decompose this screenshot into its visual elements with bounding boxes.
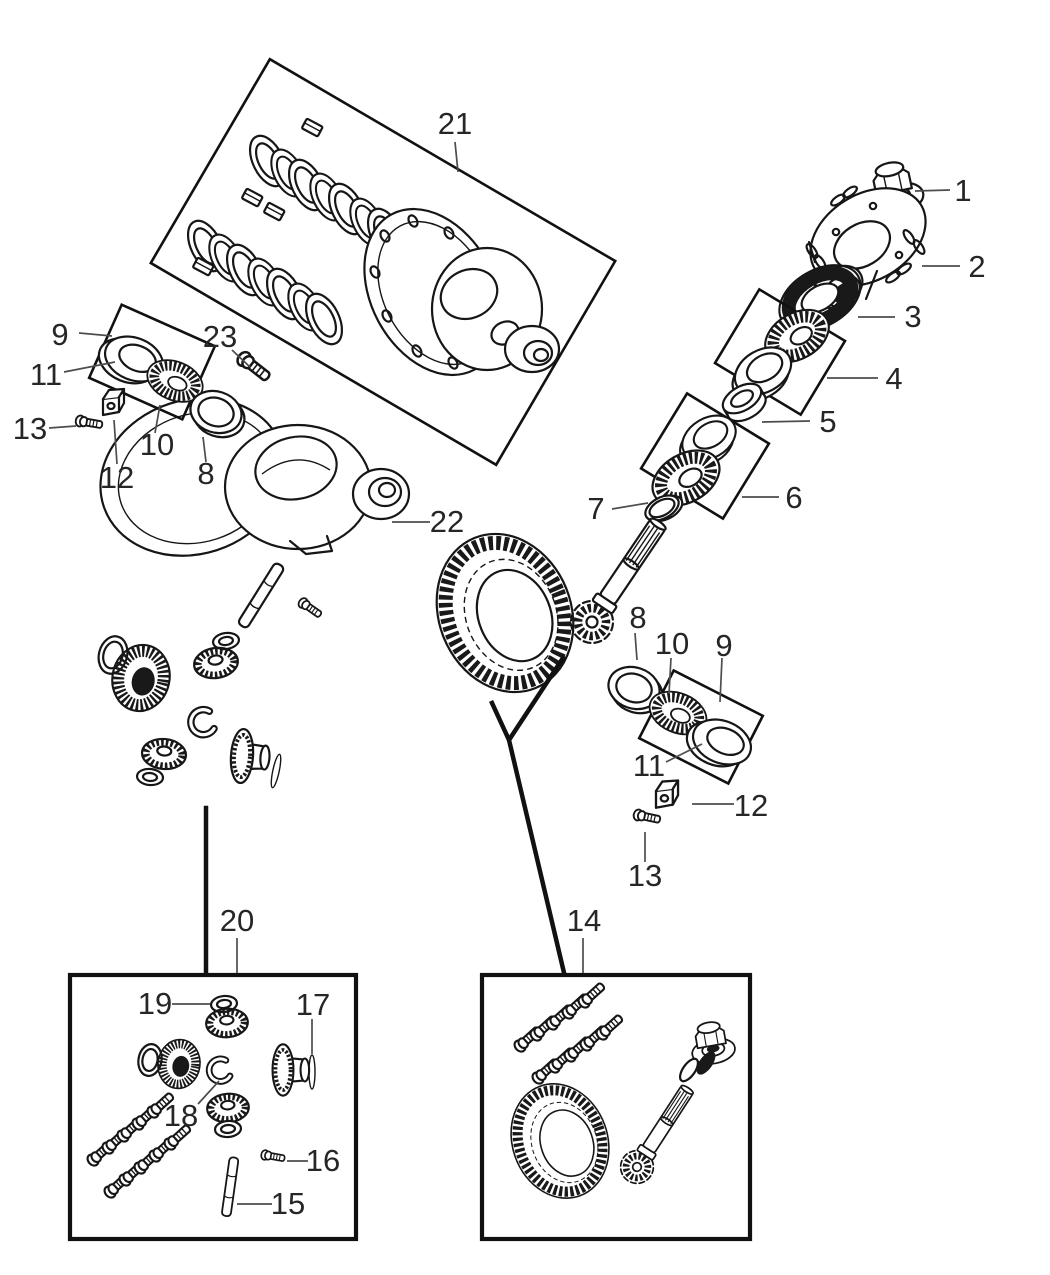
callout-23: 23 bbox=[203, 319, 237, 354]
callout-12-left: 12 bbox=[100, 460, 134, 495]
right-bracket-bolt-drawing bbox=[631, 807, 663, 827]
kit-box-6-inner-bearing bbox=[641, 391, 771, 518]
right-bearing-cap-bracket-drawing bbox=[654, 779, 680, 809]
callout-labels: 1 2 3 4 5 6 7 8 9 10 11 12 13 21 22 23 8… bbox=[13, 106, 986, 1221]
kit-snap-ring-17-drawing bbox=[308, 1054, 316, 1090]
cross-shaft-drawing bbox=[236, 560, 286, 631]
callout-19: 19 bbox=[138, 986, 172, 1021]
pinion-shim-drawing bbox=[644, 494, 684, 523]
kit-pinion-spacer-drawing bbox=[696, 1051, 716, 1075]
callout-15: 15 bbox=[271, 1186, 305, 1221]
spider-washer-2-drawing bbox=[135, 766, 165, 788]
callout-5: 5 bbox=[819, 404, 836, 439]
callout-9-left: 9 bbox=[51, 317, 68, 352]
leader-lines bbox=[48, 141, 960, 1205]
case-bolt-23-drawing bbox=[233, 348, 274, 385]
kit-thrust-washer-drawing bbox=[137, 1043, 163, 1077]
left-bearing-kit bbox=[73, 302, 274, 445]
callout-16: 16 bbox=[306, 1143, 340, 1178]
output-flange-drawing bbox=[227, 726, 274, 787]
callout-21: 21 bbox=[438, 106, 472, 141]
spider-gear-drawing bbox=[192, 645, 240, 681]
collapsible-spacer-drawing bbox=[721, 382, 767, 423]
differential-case-drawing bbox=[99, 397, 411, 557]
cross-shaft-bolt-drawing bbox=[295, 595, 325, 621]
callout-17: 17 bbox=[296, 987, 330, 1022]
callout-8-left: 8 bbox=[197, 456, 214, 491]
callout-2: 2 bbox=[968, 249, 985, 284]
callout-13-right: 13 bbox=[628, 858, 662, 893]
callout-12-right: 12 bbox=[734, 788, 768, 823]
callout-22: 22 bbox=[430, 504, 464, 539]
right-bearing-kit bbox=[600, 659, 765, 827]
callout-11-right: 11 bbox=[633, 748, 665, 783]
callout-14: 14 bbox=[567, 903, 601, 938]
callout-10-right: 10 bbox=[655, 626, 689, 661]
kit-box-14-ring-and-pinion-kit bbox=[479, 972, 753, 1242]
callout-6: 6 bbox=[785, 480, 802, 515]
callout-3: 3 bbox=[904, 299, 921, 334]
kit-box-21 bbox=[149, 57, 617, 467]
ring-gear-drawing bbox=[413, 513, 596, 713]
limited-slip-case-drawing bbox=[363, 207, 561, 377]
left-bearing-cap-bracket-drawing bbox=[101, 387, 126, 417]
case-bolt-holes bbox=[369, 214, 487, 370]
callout-7: 7 bbox=[587, 491, 604, 526]
axle-c-clip-drawing bbox=[188, 708, 215, 738]
callout-13-left: 13 bbox=[13, 411, 47, 446]
callout-1: 1 bbox=[954, 173, 971, 208]
kit-washer-b-drawing bbox=[213, 1119, 243, 1139]
callout-4: 4 bbox=[885, 361, 902, 396]
kit-box-20-internal-gear-kit bbox=[67, 972, 359, 1242]
kit-connector-lines bbox=[203, 654, 568, 980]
left-bracket-bolt-drawing bbox=[73, 413, 105, 432]
callout-18: 18 bbox=[164, 1098, 198, 1133]
kit-pinion-washer-drawing bbox=[678, 1057, 700, 1083]
callout-20: 20 bbox=[220, 903, 254, 938]
kit-box-21-outline bbox=[149, 57, 617, 467]
callout-11-left: 11 bbox=[30, 357, 62, 392]
snap-ring-drawing bbox=[270, 753, 282, 789]
internal-gear-cluster bbox=[97, 560, 325, 789]
callout-8-right: 8 bbox=[629, 600, 646, 635]
callout-9-right: 9 bbox=[715, 628, 732, 663]
callout-10-left: 10 bbox=[140, 427, 174, 462]
spider-gear-2-drawing bbox=[141, 737, 187, 771]
